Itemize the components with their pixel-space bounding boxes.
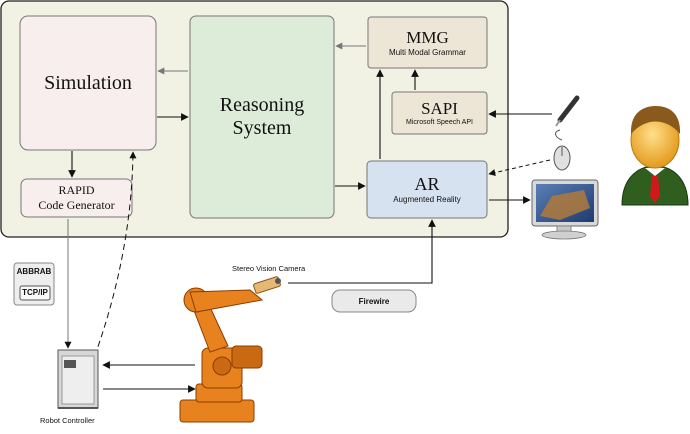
ar-label: AR Augmented Reality xyxy=(367,161,487,218)
rapid-label-line2: Code Generator xyxy=(38,198,115,212)
mouse-icon xyxy=(553,129,571,171)
mmg-block xyxy=(367,16,488,69)
reasoning-label-line2: System xyxy=(232,117,292,139)
tcpip-label: TCP/IP xyxy=(22,288,48,297)
robot-arm-icon xyxy=(179,287,264,423)
sapi-label: SAPI Microsoft Speech API xyxy=(392,92,487,134)
reasoning-block xyxy=(189,15,335,219)
rapid-label: RAPID Code Generator xyxy=(21,179,132,217)
firewire-badge xyxy=(331,289,417,313)
firewire-label: Firewire xyxy=(358,296,390,306)
ar-subtitle: Augmented Reality xyxy=(393,195,461,204)
mmg-subtitle: Multi Modal Grammar xyxy=(389,47,466,57)
user-icon xyxy=(621,106,689,206)
arrow-firewire-to-ar xyxy=(288,219,436,284)
controller-cabinet-icon xyxy=(57,349,99,409)
stereo-camera-label: Stereo Vision Camera xyxy=(232,264,306,273)
reasoning-label: Reasoning System xyxy=(190,16,334,218)
tcpip-badge xyxy=(19,285,51,301)
mmg-label: MMG Multi Modal Grammar xyxy=(368,17,487,68)
abbrab-label: ABBRAB xyxy=(16,267,52,276)
sapi-title: SAPI xyxy=(421,98,458,118)
reasoning-label-line1: Reasoning xyxy=(219,94,305,116)
pen-icon xyxy=(555,95,580,127)
sapi-block xyxy=(391,91,488,135)
rapid-label-line1: RAPID xyxy=(58,183,95,197)
ar-block xyxy=(366,160,488,219)
robot-controller-label: Robot Controller xyxy=(40,416,95,425)
mmg-title: MMG xyxy=(406,27,449,47)
camera-icon xyxy=(253,276,281,294)
monitor-icon xyxy=(531,179,599,240)
ar-title: AR xyxy=(414,174,440,194)
sapi-subtitle: Microsoft Speech API xyxy=(406,118,473,126)
simulation-block xyxy=(19,15,157,151)
rapid-block xyxy=(20,178,133,218)
arrow-controller-to-simulation xyxy=(83,151,137,385)
arrow-mouse-to-ar xyxy=(488,159,551,177)
simulation-label: Simulation xyxy=(44,71,132,94)
